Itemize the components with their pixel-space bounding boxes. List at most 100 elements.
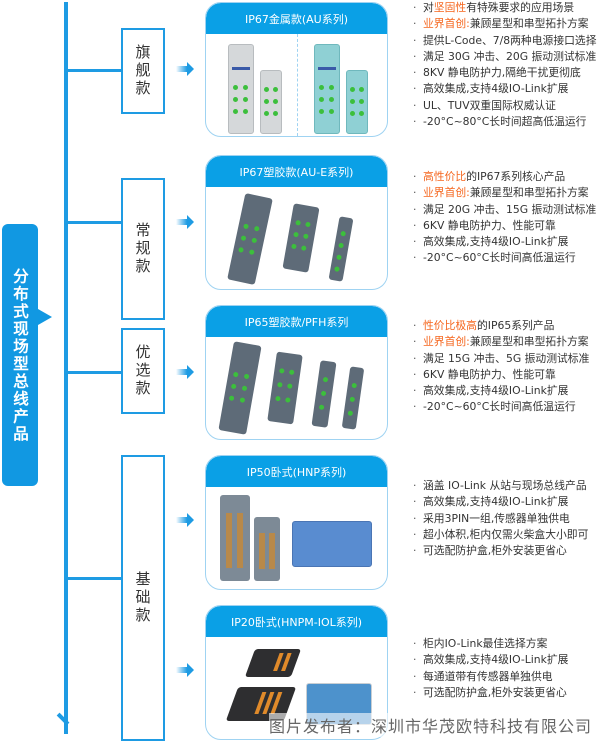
bullet-dot: ·	[413, 49, 417, 63]
card-title: IP50卧式(HNP系列)	[206, 456, 387, 487]
feature-item: ·6KV 静电防护力、性能可靠	[413, 218, 596, 234]
bullet-dot: ·	[413, 400, 417, 414]
feature-text: 高效集成,支持4级IO-Link扩展	[423, 235, 569, 249]
connector-port-icon	[305, 221, 311, 228]
highlight-text: 业界首创:	[423, 335, 470, 349]
bullet-dot: ·	[413, 319, 417, 332]
card-title: IP65塑胶款/PFH系列	[206, 306, 387, 337]
feature-list-pfh: ·性价比极高的IP65系列产品 ·业界首创:兼顾星型和串型拓扑方案 ·满足 15…	[413, 318, 589, 416]
card-title: IP67塑胶款(AU-E系列)	[206, 156, 387, 187]
right-arrow-icon	[176, 663, 194, 677]
connector-port-icon	[273, 87, 278, 92]
product-image-area	[206, 34, 387, 136]
feature-item: ·提供L-Code、7/8两种电源接口选择	[413, 33, 597, 49]
category-label: 优选款	[133, 344, 152, 398]
connector-port-icon	[243, 109, 248, 114]
connector-port-icon	[329, 97, 334, 102]
right-arrow-icon	[176, 513, 194, 527]
feature-text: 满足 15G 冲击、5G 振动测试标准	[423, 351, 590, 365]
bullet-dot: ·	[413, 202, 417, 216]
feature-text: 兼顾星型和串型拓扑方案	[469, 186, 589, 200]
category-label: 常规款	[133, 222, 152, 276]
bullet-dot: ·	[413, 479, 417, 492]
connector-port-icon	[243, 85, 248, 90]
feature-item: ·对坚固性有特殊要求的应用场景	[413, 0, 597, 16]
device-image-teal-small	[346, 70, 368, 134]
device-image-metal-small	[260, 70, 282, 134]
tree-trunk-line	[64, 2, 68, 734]
product-card-hnpm-iol: IP20卧式(HNPM-IOL系列)	[205, 605, 388, 740]
bullet-dot: ·	[413, 115, 417, 129]
bullet-dot: ·	[413, 17, 417, 31]
feature-list-hnp: ·涵盖 IO-Link 从站与现场总线产品 ·高效集成,支持4级IO-Link扩…	[413, 478, 588, 559]
device-image-pfh-medium	[267, 351, 303, 425]
connector-port-icon	[336, 254, 342, 261]
connector-port-icon	[243, 373, 250, 380]
connector-port-icon	[233, 97, 238, 102]
right-arrow-icon	[176, 365, 194, 379]
connector-port-icon	[320, 390, 327, 397]
connector-port-icon	[275, 395, 281, 402]
feature-item: ·高效集成,支持4级IO-Link扩展	[413, 494, 588, 510]
feature-list-au: ·对坚固性有特殊要求的应用场景 ·业界首创:兼顾星型和串型拓扑方案 ·提供L-C…	[413, 0, 597, 130]
feature-item: ·6KV 静电防护力、性能可靠	[413, 367, 589, 383]
device-label-strip	[237, 513, 243, 568]
connector-port-icon	[253, 225, 260, 232]
connector-port-icon	[351, 382, 358, 389]
bullet-dot: ·	[413, 544, 417, 558]
device-label-strip	[259, 533, 265, 569]
branch-line-preferred	[66, 371, 122, 374]
category-box-preferred: 优选款	[121, 328, 165, 414]
connector-port-icon	[288, 369, 295, 376]
bullet-dot: ·	[413, 235, 417, 249]
product-card-au: IP67金属款(AU系列)	[205, 2, 388, 137]
connector-port-icon	[350, 111, 355, 116]
connector-port-icon	[251, 237, 258, 244]
bullet-dot: ·	[413, 1, 417, 14]
feature-item: · 满足 20G 冲击、15G 振动测试标准	[413, 202, 596, 218]
feature-item: ·超小体积,柜内仅需火柴盒大小即可	[413, 527, 588, 543]
bullet-dot: ·	[413, 170, 417, 183]
product-image-area	[206, 337, 387, 439]
connector-port-icon	[291, 243, 297, 250]
connector-port-icon	[334, 266, 340, 272]
feature-item: ·可选配防护盒,柜外安装更省心	[413, 685, 568, 701]
feature-text: -20°C~60°C长时间高低温运行	[423, 251, 576, 265]
feature-item: ·高效集成,支持4级IO-Link扩展	[413, 383, 589, 399]
feature-text: 6KV 静电防护力、性能可靠	[423, 218, 556, 232]
feature-text: 满足 20G 冲击、15G 振动测试标准	[423, 202, 597, 216]
connector-port-icon	[338, 242, 345, 249]
connector-port-icon	[238, 246, 245, 253]
connector-port-icon	[228, 395, 235, 402]
feature-text: 高效集成,支持4级IO-Link扩展	[423, 384, 569, 398]
device-label-strip	[226, 513, 232, 568]
feature-text: 采用3PIN一组,传感器单独供电	[423, 511, 570, 525]
publisher-watermark: 图片发布者：深圳市华茂欧特科技有限公司	[268, 713, 592, 737]
connector-port-icon	[273, 99, 278, 104]
connector-port-icon	[243, 223, 249, 230]
bullet-dot: ·	[413, 637, 417, 650]
connector-port-icon	[233, 85, 238, 90]
connector-port-icon	[359, 99, 364, 104]
connector-port-icon	[239, 397, 246, 404]
feature-item: ·业界首创:兼顾星型和串型拓扑方案	[413, 185, 596, 201]
bullet-dot: ·	[413, 669, 417, 683]
device-image-plastic-large	[227, 193, 273, 285]
connector-port-icon	[264, 87, 269, 92]
feature-item: ·高效集成,支持4级IO-Link扩展	[413, 81, 597, 97]
feature-item: ·满足 30G 冲击、20G 振动测试标准	[413, 49, 597, 65]
highlight-text: 坚固性	[433, 1, 467, 14]
category-box-basic: 基础款	[121, 455, 165, 741]
connector-port-icon	[350, 99, 355, 104]
feature-item: ·性价比极高的IP65系列产品	[413, 318, 589, 334]
right-arrow-icon	[176, 215, 194, 229]
device-image-hnpm-module-top	[244, 649, 302, 677]
connector-port-icon	[349, 396, 356, 403]
device-label-strip	[269, 533, 275, 569]
feature-item: ·-20°C~60°C长时间高低温运行	[413, 399, 589, 415]
connector-port-icon	[350, 87, 355, 92]
device-image-pfh-mini	[341, 366, 365, 430]
bullet-dot: ·	[413, 33, 417, 47]
feature-text: -20°C~80°C长时间超高低温运行	[423, 115, 587, 129]
device-label-strip	[232, 67, 250, 70]
